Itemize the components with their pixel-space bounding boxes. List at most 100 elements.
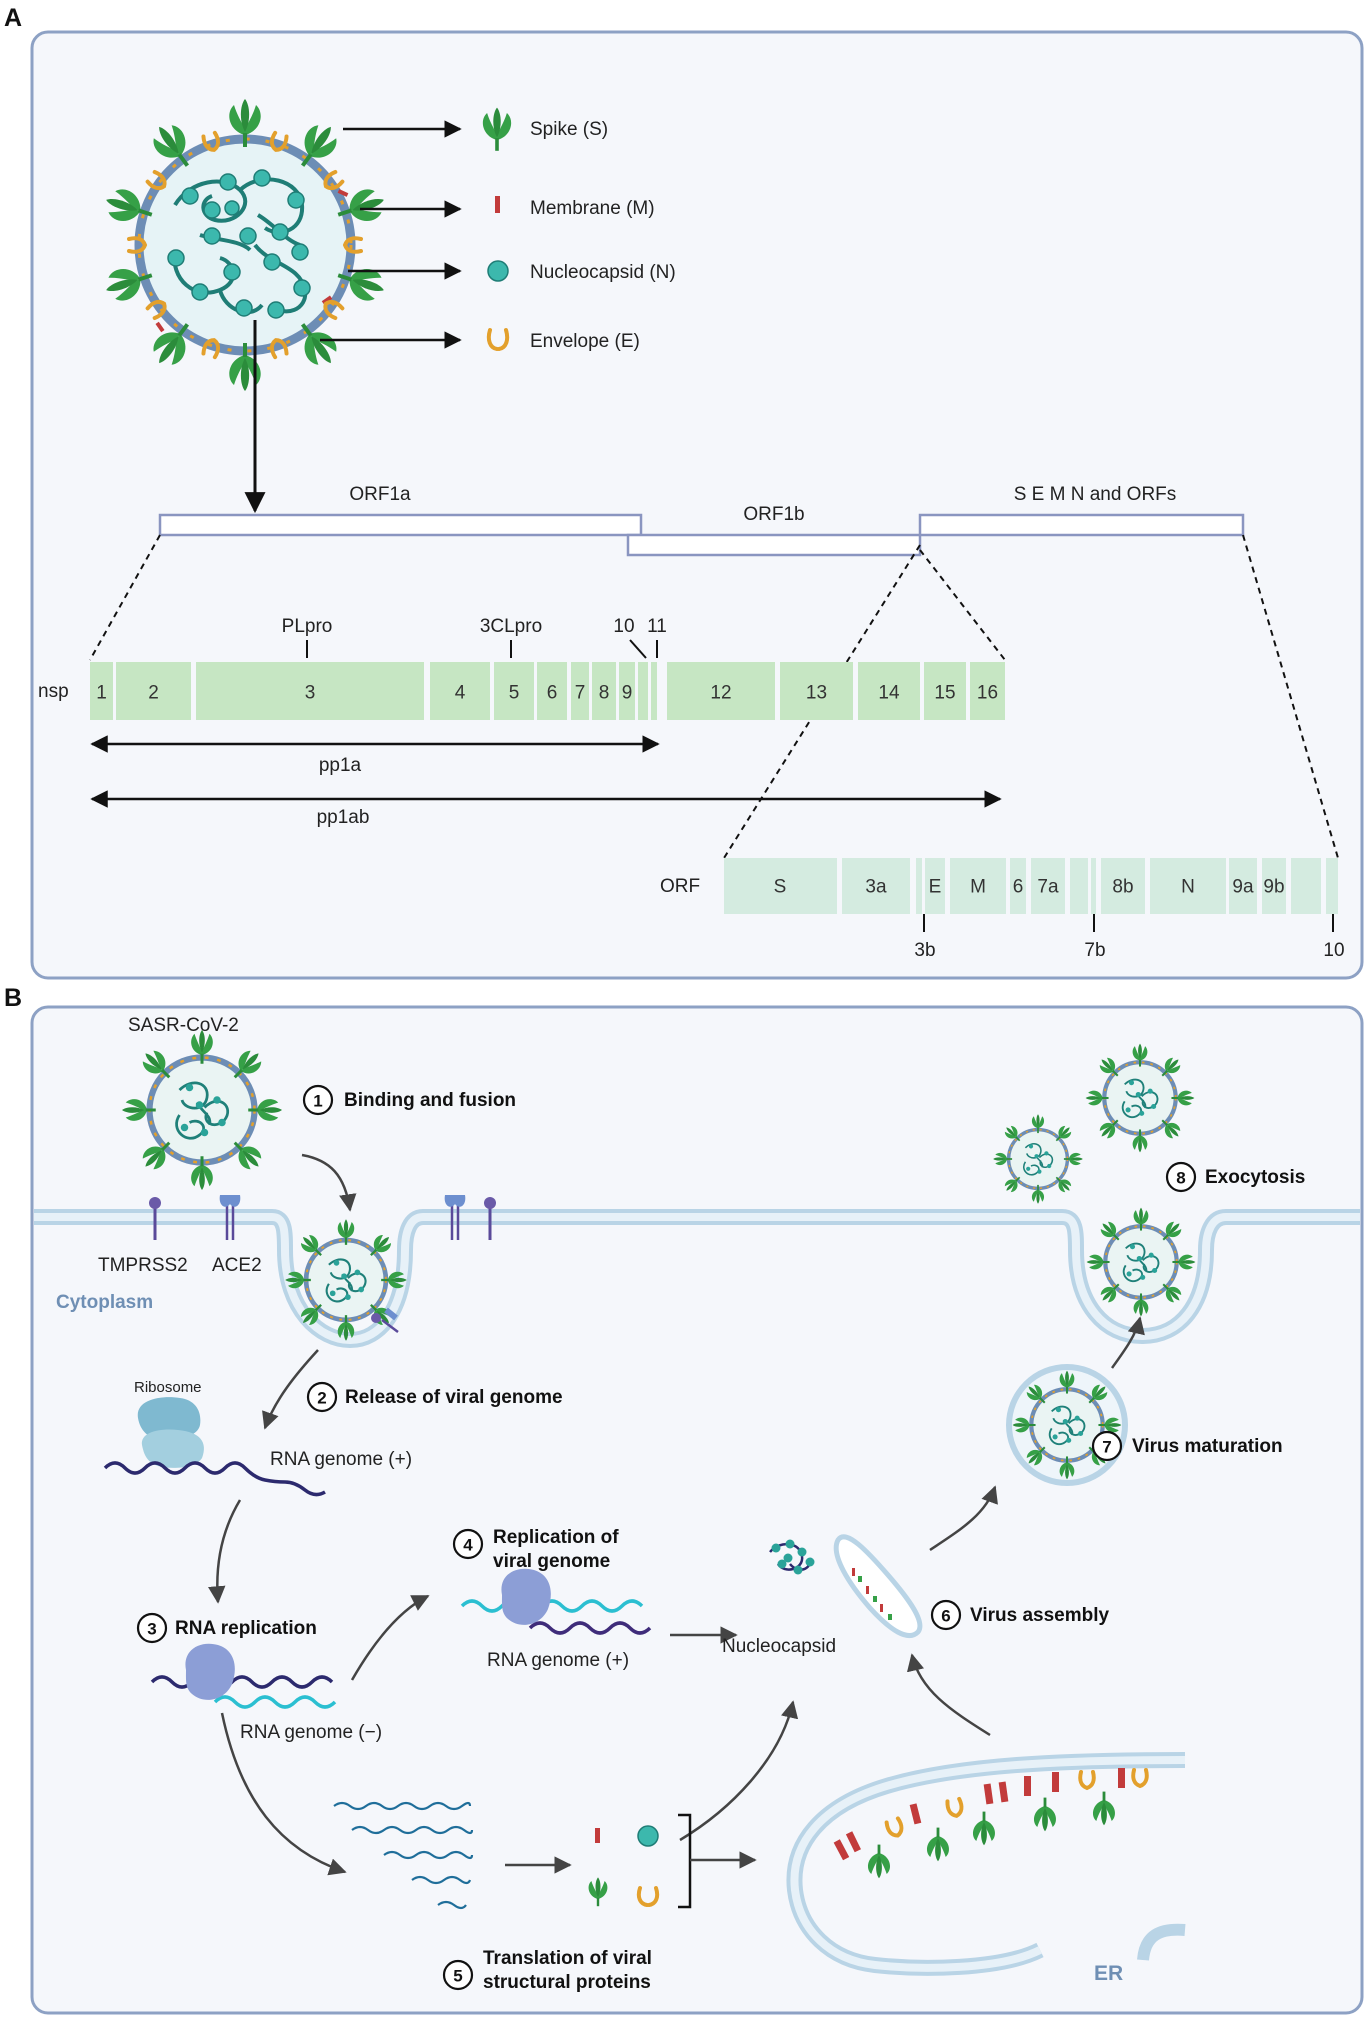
nsp-segment-label: 7 xyxy=(575,683,586,704)
orf-segment xyxy=(1262,858,1286,914)
sem-orfs-label: S E M N and ORFs xyxy=(1014,484,1177,505)
er-label: ER xyxy=(1094,1962,1123,1985)
nsp-segment xyxy=(638,662,648,720)
nsp-segment xyxy=(537,662,567,720)
step-number-badge xyxy=(1091,1430,1123,1462)
legend-label-nucleocapsid: Nucleocapsid (N) xyxy=(530,262,676,283)
ace2-label: ACE2 xyxy=(212,1255,262,1276)
maturing-virion-vesicle xyxy=(1006,1364,1128,1486)
nsp-segment-label: 13 xyxy=(806,683,827,704)
step-number-badge xyxy=(442,1959,474,1991)
panel-a-letter: A xyxy=(4,4,22,32)
orf-segment xyxy=(1031,858,1065,914)
nsp-segment xyxy=(494,662,534,720)
orf7b-label: 7b xyxy=(1084,940,1105,961)
cell-membrane xyxy=(34,1209,1360,1349)
nsp-segment-label: 16 xyxy=(977,683,998,704)
released-virion-icon xyxy=(1086,1044,1195,1153)
orf-segment xyxy=(1150,858,1226,914)
orf-markers: 3b 7b 10 xyxy=(914,914,1345,961)
nsp-markers: PLpro 3CLpro 10 11 xyxy=(282,616,667,659)
nsp10-label: 10 xyxy=(613,616,634,637)
nsp-segment xyxy=(970,662,1005,720)
orf1b-box xyxy=(626,533,922,557)
legend-label-membrane: Membrane (M) xyxy=(530,198,655,219)
envelope-protein-product-icon xyxy=(636,1886,660,1907)
step-number: 7 xyxy=(1102,1438,1111,1457)
tmprss2-label: TMPRSS2 xyxy=(98,1255,188,1276)
nsp-segment-label: 5 xyxy=(509,683,520,704)
nsp-segment-label: 1 xyxy=(96,683,107,704)
step-title: Translation of viral xyxy=(483,1948,652,1969)
orf-segment xyxy=(1101,858,1145,914)
tmprss2-receptor-right-icon xyxy=(484,1197,496,1240)
step-number: 3 xyxy=(147,1620,156,1639)
rna-replication-new-strand xyxy=(213,1695,337,1709)
nsp-segment xyxy=(858,662,920,720)
nucleocapsid-complex-icon xyxy=(769,1539,815,1575)
orf-segment xyxy=(724,858,837,914)
orf-segment xyxy=(1010,858,1026,914)
orf-segment xyxy=(1326,858,1338,914)
nucleocapsid-protein-product-icon xyxy=(637,1825,659,1847)
assembly-compartment-icon xyxy=(833,1534,923,1639)
ace2-receptor-right-icon xyxy=(444,1195,466,1240)
orf-segment xyxy=(1291,858,1321,914)
nsp-segment-label: 12 xyxy=(710,683,731,704)
orf-segment-label: 8b xyxy=(1112,877,1133,898)
step-number-badge xyxy=(302,1084,334,1116)
orf-segment-label: N xyxy=(1181,877,1195,898)
released-virion-small-icon xyxy=(993,1114,1083,1204)
ribosome-icon xyxy=(137,1397,204,1468)
step-number-badge xyxy=(306,1381,338,1413)
rna-genome-plus-label-2: RNA genome (+) xyxy=(487,1650,629,1671)
nsp-segment-label: 6 xyxy=(547,683,558,704)
tmprss2-receptor-icon xyxy=(149,1197,161,1240)
sars-cov-2-virion-icon xyxy=(101,99,389,391)
genome-map: ORF1a ORF1b S E M N and ORFs xyxy=(158,484,1245,557)
nsp-segment-label: 15 xyxy=(934,683,955,704)
legend-label-spike: Spike (S) xyxy=(530,119,608,140)
orf-segment-label: 6 xyxy=(1013,877,1024,898)
orf3b-label: 3b xyxy=(914,940,935,961)
step-number-badge xyxy=(930,1599,962,1631)
step-title: RNA replication xyxy=(175,1618,317,1639)
step-number: 1 xyxy=(313,1092,322,1111)
orf-segment-label: 9b xyxy=(1263,877,1284,898)
endoplasmic-reticulum xyxy=(786,1752,1186,1976)
nsp-segment-label: 4 xyxy=(455,683,466,704)
replication-template-strand xyxy=(460,1599,644,1613)
virion-endocytosed-icon xyxy=(285,1219,407,1341)
process-arrows xyxy=(208,1153,1145,1876)
nsp-segment xyxy=(430,662,490,720)
nsp-segment xyxy=(196,662,424,720)
step-number-badge xyxy=(452,1528,484,1560)
rna-genome-plus-strand xyxy=(103,1461,326,1497)
ribosome-label: Ribosome xyxy=(134,1379,202,1396)
step-title: Exocytosis xyxy=(1205,1167,1305,1188)
step-title: Replication of xyxy=(493,1527,619,1548)
step-title: viral genome xyxy=(493,1551,610,1572)
rna-genome-minus-label: RNA genome (−) xyxy=(240,1722,382,1743)
nsp-segment-label: 8 xyxy=(599,683,610,704)
nsp-segment-label: 14 xyxy=(878,683,900,704)
receptor-in-pit-icon xyxy=(371,1307,399,1333)
step-title: Binding and fusion xyxy=(344,1090,516,1111)
3clpro-label: 3CLpro xyxy=(480,616,542,637)
orf1b-label: ORF1b xyxy=(743,504,804,525)
orf-segment xyxy=(842,858,910,914)
panel-b-frame xyxy=(30,1005,1364,2015)
nsp-segment xyxy=(619,662,635,720)
nsp11-label: 11 xyxy=(647,616,667,637)
step-number: 2 xyxy=(317,1389,326,1408)
membrane-protein-product-icon xyxy=(595,1828,600,1843)
panel-b-letter: B xyxy=(4,984,22,1012)
step-title: Virus maturation xyxy=(1132,1436,1283,1457)
zoom-line-orf-right xyxy=(1242,534,1339,859)
nsp-segment-label: 9 xyxy=(622,683,633,704)
nsp-row-label: nsp xyxy=(38,681,69,702)
zoom-line-nsp-right xyxy=(919,549,1006,661)
